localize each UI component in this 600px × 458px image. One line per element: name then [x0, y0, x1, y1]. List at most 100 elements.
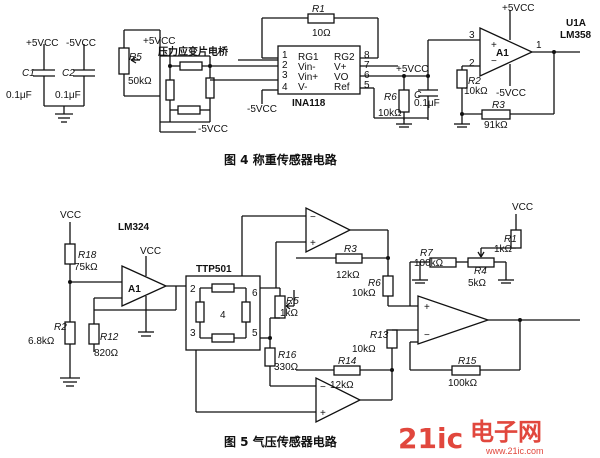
ina-pin-number-4: 4 — [282, 82, 288, 93]
r5-value-fig5: 1kΩ — [280, 308, 299, 319]
figure-4-caption: 图 4 称重传感器电路 — [224, 152, 338, 167]
ttp-pin-3: 3 — [190, 328, 196, 339]
opamp-name: A1 — [496, 48, 509, 59]
opamp-minus-sign: − — [491, 56, 497, 67]
r12-value: 820Ω — [94, 348, 119, 359]
r18-name: R18 — [78, 250, 97, 261]
ina-label: INA118 — [292, 98, 326, 109]
lm358-opamp: + − A1 3 2 1 +5VCC -5VCC U1A LM358 — [469, 3, 592, 99]
vcc-label-a1: VCC — [140, 246, 161, 257]
r6-value-fig5: 10kΩ — [352, 288, 376, 299]
upper-opamp-minus: − — [310, 212, 316, 223]
r13-value: 10kΩ — [352, 344, 376, 355]
watermark-brand: 21ic — [398, 422, 463, 455]
figure-5-pressure-sensor-circuit: VCC R18 75kΩ R2 6.8kΩ LM324 A1 VCC — [28, 202, 580, 449]
ina-pin-number-3: 3 — [282, 70, 288, 81]
opamp-plus-sign: + — [491, 40, 497, 51]
r6-name-fig5: R6 — [368, 278, 381, 289]
r1-value: 10Ω — [312, 28, 331, 39]
a1-opamp: LM324 A1 VCC R12 820Ω — [88, 222, 186, 359]
upper-opamp-plus: + — [310, 238, 316, 249]
c1-supply-label: +5VCC — [26, 38, 59, 49]
capacitor-c1: +5VCC C1 0.1μF — [6, 38, 59, 106]
c2-value: 0.1μF — [55, 90, 81, 101]
r2-value: 10kΩ — [464, 86, 488, 97]
bridge-to-ina-wires — [169, 48, 278, 81]
bridge-supply-pos: +5VCC — [124, 29, 176, 56]
ttp501-label: TTP501 — [196, 264, 232, 275]
lm358-label: LM358 — [560, 30, 592, 41]
ina-pin-number-1: 1 — [282, 50, 288, 61]
a1-name: A1 — [128, 284, 141, 295]
r2-name: R2 — [468, 76, 481, 87]
output-opamp-plus: + — [424, 302, 430, 313]
bridge-supply-neg-label: -5VCC — [198, 124, 228, 135]
lower-opamp: − + R14 12kΩ R13 10kΩ — [195, 329, 418, 424]
capacitor-c: C 0.1μF — [414, 76, 440, 120]
ina-pin-number-5: 5 — [364, 80, 370, 91]
u1a-label: U1A — [566, 18, 586, 29]
r4-name: R4 — [474, 266, 487, 277]
r5-name-fig5: R5 — [286, 296, 299, 307]
ina-pin-rg2: RG2 — [334, 52, 355, 63]
c2-name: C2 — [62, 68, 75, 79]
r5-value: 50kΩ — [128, 76, 152, 87]
ttp-pin-6: 6 — [252, 288, 258, 299]
r12-name: R12 — [100, 332, 119, 343]
ina-pos-supply-label: +5VCC — [396, 64, 429, 75]
r1-name: R1 — [312, 4, 325, 15]
offset-network: R7 100kΩ R4 5kΩ VCC R1 1kΩ — [409, 202, 533, 306]
r2-value-fig5: 6.8kΩ — [28, 336, 55, 347]
r7-name: R7 — [420, 248, 433, 259]
c-name: C — [414, 90, 422, 101]
r5-name: R5 — [129, 52, 142, 63]
r16-name: R16 — [278, 350, 297, 361]
r15-name: R15 — [458, 356, 477, 367]
ttp-pin-2: 2 — [190, 284, 196, 295]
r2-name-fig5: R2 — [54, 322, 67, 333]
r18-value: 75kΩ — [74, 262, 98, 273]
r3-value: 91kΩ — [484, 120, 508, 131]
zero-adjust-network: R5 1kΩ R16 330Ω — [260, 287, 299, 386]
ina-pin-number-2: 2 — [282, 60, 288, 71]
figure-5-caption: 图 5 气压传感器电路 — [224, 434, 338, 449]
divider-r18-r2: VCC R18 75kΩ R2 6.8kΩ — [28, 210, 122, 387]
opamp-neg-supply: -5VCC — [496, 88, 526, 99]
bridge-supply-pos-label: +5VCC — [143, 36, 176, 47]
ina-output-network: +5VCC — [360, 39, 480, 118]
c1-name: C1 — [22, 68, 35, 79]
lower-opamp-minus: − — [320, 382, 326, 393]
r3-value-fig5: 12kΩ — [336, 270, 360, 281]
output-opamp-minus: − — [424, 330, 430, 341]
lm324-label: LM324 — [118, 222, 150, 233]
c-value: 0.1μF — [414, 98, 440, 109]
r7-value: 100kΩ — [414, 258, 444, 269]
r4-value: 5kΩ — [468, 278, 487, 289]
r3-name-fig5: R3 — [344, 244, 357, 255]
ina-pin-number-8: 8 — [364, 50, 370, 61]
vcc-label-right: VCC — [512, 202, 533, 213]
r1-name-fig5: R1 — [504, 234, 517, 245]
ground-symbol-rc — [374, 117, 428, 128]
lower-opamp-plus: + — [320, 408, 326, 419]
ttp501-sensor: TTP501 4 2 6 3 5 — [185, 264, 261, 351]
watermark: 21ic 电子网 www.21ic.com — [398, 418, 544, 456]
upper-opamp: − + R3 12kΩ — [241, 206, 390, 306]
opamp-pos-supply: +5VCC — [502, 3, 535, 14]
ina118-chip: RG1 Vin- Vin+ V- RG2 V+ VO Ref 1 2 3 4 8… — [247, 45, 370, 115]
r3-name: R3 — [492, 100, 505, 111]
resistor-r6-fig5: R6 10kΩ — [352, 275, 418, 307]
ina-neg-supply-label: -5VCC — [247, 104, 277, 115]
ina-pin-vo: VO — [334, 72, 349, 83]
ina-pin-v-plus: V+ — [334, 62, 347, 73]
capacitor-c2: -5VCC C2 0.1μF — [55, 38, 96, 106]
r16-value: 330Ω — [274, 362, 299, 373]
opamp-pin-2: 2 — [469, 58, 475, 69]
vcc-label-left: VCC — [60, 210, 81, 221]
r14-name: R14 — [338, 356, 357, 367]
watermark-url: www.21ic.com — [485, 446, 544, 456]
r6-value: 10kΩ — [378, 108, 402, 119]
feedback-network-fig4: R2 10kΩ R3 91kΩ — [454, 52, 555, 131]
r15-value: 100kΩ — [448, 378, 478, 389]
